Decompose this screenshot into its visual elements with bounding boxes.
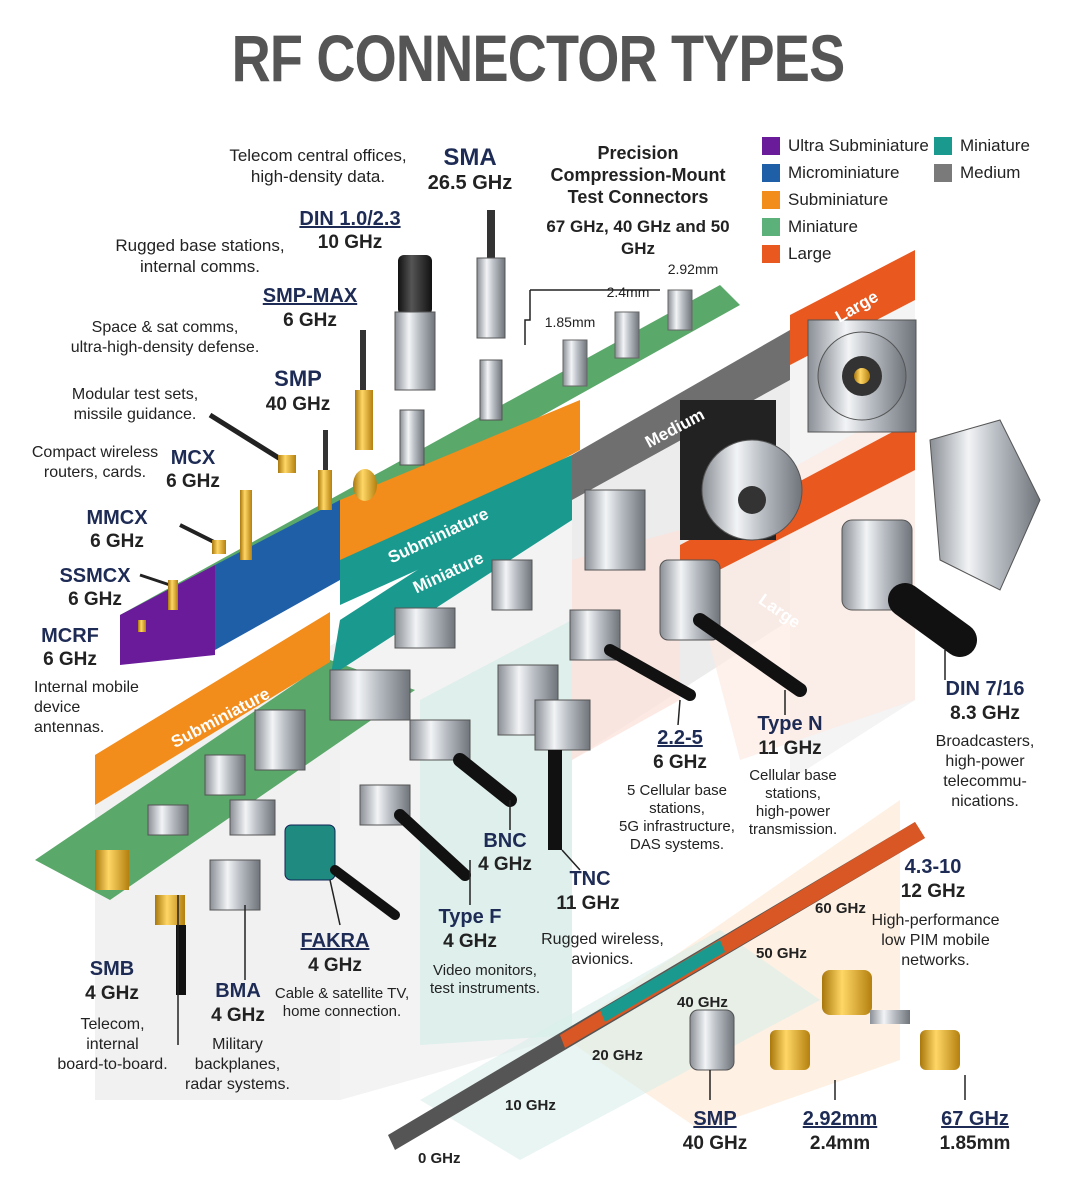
axis-tick-10: 10 GHz	[505, 1097, 556, 1114]
smp-name: SMP	[274, 366, 322, 391]
precision-size-2: 2.4mm	[606, 284, 650, 300]
c225-name: 2.2-5	[657, 727, 703, 749]
din716-name: DIN 7/16	[945, 678, 1025, 700]
smp-bottom-freq: 40 GHz	[682, 1133, 748, 1154]
typef-desc: Video monitors, test instruments.	[429, 962, 541, 997]
precision-size-3: 2.92mm	[667, 261, 719, 277]
smpmax-desc: Rugged base stations, internal comms.	[115, 236, 285, 276]
c225-freq: 6 GHz	[653, 752, 707, 773]
frequency-axis	[388, 822, 925, 1150]
smpmax-name: SMP-MAX	[262, 285, 358, 307]
axis-tick-60: 60 GHz	[815, 900, 866, 917]
connector-illustrations	[95, 210, 1041, 1071]
axis-tick-40: 40 GHz	[677, 994, 728, 1011]
tnc-name: TNC	[569, 868, 611, 890]
c67-name: 67 GHz	[941, 1108, 1009, 1130]
mmcx-desc: Compact wireless routers, cards.	[31, 444, 159, 481]
ssmcx-name: SSMCX	[59, 565, 131, 587]
smb-desc: Telecom, internal board-to-board.	[57, 1016, 168, 1073]
legend-label: Microminiature	[788, 163, 900, 182]
legend-item-ultra: Ultra Subminiature	[762, 136, 929, 156]
legend-swatch	[762, 164, 780, 182]
legend-item-mini-teal: Miniature	[934, 136, 1030, 156]
c292-name: 2.92mm	[802, 1108, 878, 1130]
din716-desc: Broadcasters, high-power telecommu- nica…	[935, 733, 1035, 810]
mcx-desc: Modular test sets, missile guidance.	[71, 386, 199, 423]
precision-size-1: 1.85mm	[544, 314, 596, 330]
fakra-desc: Cable & satellite TV, home connection.	[274, 985, 410, 1020]
c4310-name: 4.3-10	[904, 856, 962, 878]
smb-freq: 4 GHz	[85, 983, 139, 1004]
legend-label: Large	[788, 244, 832, 263]
legend-item-medium: Medium	[934, 163, 1020, 183]
typen-desc: Cellular base stations, high-power trans…	[748, 767, 838, 838]
din10-freq: 10 GHz	[317, 232, 383, 253]
legend-swatch	[762, 191, 780, 209]
din10-desc: Telecom central offices, high-density da…	[229, 146, 407, 186]
mmcx-name: MMCX	[86, 507, 148, 529]
c4310-freq: 12 GHz	[900, 881, 966, 902]
legend-label: Miniature	[788, 217, 858, 236]
smp-desc: Space & sat comms, ultra-high-density de…	[70, 319, 260, 356]
typef-name: Type F	[438, 906, 502, 928]
smp-freq: 40 GHz	[265, 394, 331, 415]
bma-name: BMA	[215, 980, 261, 1002]
mcx-name: MCX	[170, 447, 216, 469]
legend-swatch	[762, 137, 780, 155]
din716-freq: 8.3 GHz	[950, 703, 1020, 724]
page-title: RF CONNECTOR TYPES	[231, 21, 846, 95]
legend-label: Ultra Subminiature	[788, 136, 929, 155]
bnc-freq: 4 GHz	[478, 854, 532, 875]
axis-tick-0: 0 GHz	[418, 1150, 461, 1167]
sma-name: SMA	[443, 144, 497, 171]
mcx-freq: 6 GHz	[166, 471, 220, 492]
legend-item-mini: Miniature	[762, 217, 858, 237]
mcrf-desc: Internal mobile device antennas.	[34, 679, 139, 736]
legend-swatch	[762, 245, 780, 263]
legend-swatch	[934, 164, 952, 182]
typen-freq: 11 GHz	[758, 738, 822, 759]
precision-name: Precision Compression-Mount Test Connect…	[550, 143, 726, 207]
mmcx-freq: 6 GHz	[90, 531, 144, 552]
smp-bottom-name: SMP	[693, 1108, 737, 1130]
legend-swatch	[762, 218, 780, 236]
smb-name: SMB	[89, 958, 135, 980]
leader-lines	[177, 289, 966, 1100]
legend-item-large: Large	[762, 244, 831, 264]
mcrf-freq: 6 GHz	[43, 649, 97, 670]
legend-item-sub: Subminiature	[762, 190, 888, 210]
legend-label: Miniature	[960, 136, 1030, 155]
axis-tick-20: 20 GHz	[592, 1047, 643, 1064]
fakra-freq: 4 GHz	[308, 955, 362, 976]
typef-freq: 4 GHz	[443, 931, 497, 952]
typen-name: Type N	[757, 713, 823, 735]
mcrf-name: MCRF	[41, 625, 99, 647]
fakra-name: FAKRA	[300, 930, 370, 952]
smpmax-freq: 6 GHz	[283, 310, 337, 331]
tnc-freq: 11 GHz	[556, 893, 620, 914]
bma-desc: Military backplanes, radar systems.	[185, 1036, 290, 1093]
tnc-desc: Rugged wireless, avionics.	[541, 931, 664, 968]
c225-desc: 5 Cellular base stations, 5G infrastruct…	[619, 782, 735, 853]
legend-label: Subminiature	[788, 190, 889, 209]
ssmcx-freq: 6 GHz	[68, 589, 122, 610]
c4310-desc: High-performance low PIM mobile networks…	[871, 912, 1000, 969]
legend-item-micro: Microminiature	[762, 163, 899, 183]
legend-label: Medium	[960, 163, 1021, 182]
bma-freq: 4 GHz	[211, 1005, 265, 1026]
c67-freq: 1.85mm	[939, 1133, 1011, 1154]
c292-freq: 2.4mm	[809, 1133, 871, 1154]
axis-tick-50: 50 GHz	[756, 945, 807, 962]
din10-name: DIN 1.0/2.3	[299, 208, 401, 230]
legend-swatch	[934, 137, 952, 155]
bnc-name: BNC	[483, 830, 527, 852]
precision-freq: 67 GHz, 40 GHz and 50 GHz	[546, 217, 730, 258]
sma-freq: 26.5 GHz	[427, 172, 513, 194]
